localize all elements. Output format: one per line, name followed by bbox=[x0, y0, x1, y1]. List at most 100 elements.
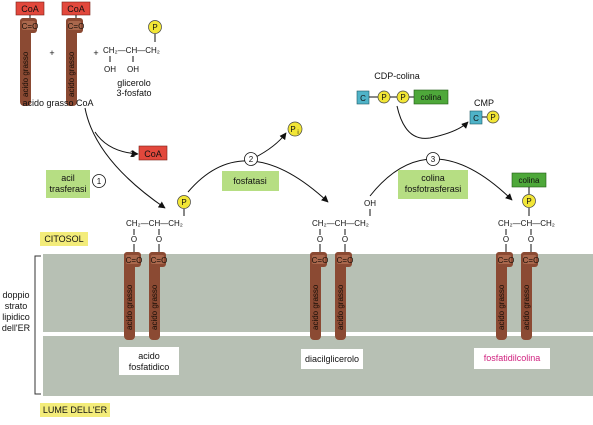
svg-text:CITOSOL: CITOSOL bbox=[44, 234, 83, 244]
svg-text:P: P bbox=[152, 23, 157, 32]
fatty-acid-chain: C=O acido grasso bbox=[521, 252, 539, 340]
svg-text:lipidico: lipidico bbox=[2, 312, 30, 322]
phosphate-circle bbox=[522, 194, 536, 208]
bilayer-bracket bbox=[34, 255, 41, 395]
coa-box-1: CoA bbox=[15, 1, 45, 16]
svg-text:acido: acido bbox=[138, 351, 160, 361]
phosphate-circle bbox=[148, 20, 162, 34]
inorganic-phosphate: P i bbox=[287, 121, 303, 137]
svg-text:CH₂—CH—CH₂: CH₂—CH—CH₂ bbox=[498, 219, 555, 228]
svg-text:O: O bbox=[342, 235, 348, 244]
svg-text:P: P bbox=[381, 93, 386, 102]
svg-text:acido grasso: acido grasso bbox=[497, 284, 506, 330]
svg-text:C=O: C=O bbox=[337, 256, 354, 265]
phosphatidic-acid: P CH₂—CH—CH₂ O O C=O acido grasso C=O ac… bbox=[124, 195, 191, 340]
svg-text:P: P bbox=[526, 197, 531, 206]
svg-text:fosfatidilcolina: fosfatidilcolina bbox=[484, 353, 541, 363]
enzyme-choline-phosphotransferase: colina fosfotrasferasi bbox=[398, 170, 468, 199]
fatty-acid-chain: C=O acido grasso bbox=[149, 252, 167, 340]
fatty-acid-coa-caption: acido grasso CoA bbox=[22, 98, 93, 108]
step-3-badge: 3 bbox=[426, 152, 440, 166]
cdp-choline: CDP-colina C P P colina bbox=[356, 71, 449, 105]
svg-text:OH: OH bbox=[104, 65, 116, 74]
plus-sign: + bbox=[93, 48, 98, 58]
svg-text:CH₂—CH—CH₂: CH₂—CH—CH₂ bbox=[126, 219, 183, 228]
step-1-badge: 1 bbox=[92, 174, 106, 188]
phosphate-circle bbox=[177, 195, 191, 209]
plus-sign: + bbox=[49, 48, 54, 58]
cmp-product: CMP C P bbox=[469, 98, 500, 125]
svg-text:acido grasso: acido grasso bbox=[125, 284, 134, 330]
label-phosphatidylcholine: fosfatidilcolina bbox=[474, 348, 550, 369]
label-diacylglycerol: diacilglicerolo bbox=[301, 349, 363, 369]
svg-text:fosfatasi: fosfatasi bbox=[233, 176, 267, 186]
svg-text:C=O: C=O bbox=[68, 22, 85, 31]
svg-text:CDP-colina: CDP-colina bbox=[374, 71, 420, 81]
svg-text:fosfotrasferasi: fosfotrasferasi bbox=[405, 184, 462, 194]
diacylglycerol: OH CH₂—CH—CH₂ O O C=O acido grasso C=O a… bbox=[310, 199, 376, 340]
svg-text:doppio: doppio bbox=[2, 290, 29, 300]
fatty-acid-chain: C=O acido grasso bbox=[20, 18, 38, 106]
svg-text:OH: OH bbox=[364, 199, 376, 208]
svg-text:OH: OH bbox=[127, 65, 139, 74]
svg-text:C: C bbox=[473, 114, 479, 123]
glycerol-3-phosphate: P CH₂—CH—CH₂ OH OH glicerolo 3-fosfato bbox=[103, 20, 162, 98]
svg-text:C: C bbox=[360, 94, 366, 103]
acyl-transfer-arrow bbox=[84, 107, 166, 209]
bilayer-label: doppio strato lipidico dell'ER bbox=[2, 290, 31, 333]
fatty-acid-chain: C=O acido grasso bbox=[496, 252, 514, 340]
svg-text:CoA: CoA bbox=[144, 149, 162, 159]
label-phosphatidic-acid: acido fosfatidico bbox=[119, 347, 179, 375]
svg-text:acil: acil bbox=[61, 173, 75, 183]
svg-text:acido grasso: acido grasso bbox=[311, 284, 320, 330]
svg-text:O: O bbox=[156, 235, 162, 244]
cdp-choline-to-cmp-arrow bbox=[396, 105, 469, 139]
svg-text:acido grasso: acido grasso bbox=[67, 51, 76, 97]
svg-text:P: P bbox=[181, 198, 186, 207]
svg-text:3-fosfato: 3-fosfato bbox=[116, 88, 151, 98]
svg-text:C=O: C=O bbox=[498, 256, 515, 265]
svg-text:colina: colina bbox=[421, 173, 445, 183]
svg-text:trasferasi: trasferasi bbox=[49, 184, 86, 194]
svg-text:colina: colina bbox=[421, 93, 442, 102]
step-2-badge: 2 bbox=[244, 152, 258, 166]
svg-text:P: P bbox=[400, 93, 405, 102]
svg-text:C=O: C=O bbox=[523, 256, 540, 265]
svg-text:2: 2 bbox=[249, 155, 254, 164]
svg-text:O: O bbox=[503, 235, 509, 244]
svg-text:2: 2 bbox=[130, 149, 135, 159]
svg-text:CH₂—CH—CH₂: CH₂—CH—CH₂ bbox=[312, 219, 369, 228]
svg-text:1: 1 bbox=[97, 177, 102, 186]
svg-text:dell'ER: dell'ER bbox=[2, 323, 31, 333]
svg-text:C=O: C=O bbox=[126, 256, 143, 265]
svg-text:glicerolo: glicerolo bbox=[117, 78, 151, 88]
enzyme-phosphatase: fosfatasi bbox=[222, 171, 279, 191]
svg-text:diacilglicerolo: diacilglicerolo bbox=[305, 354, 359, 364]
svg-text:O: O bbox=[317, 235, 323, 244]
svg-text:LUME DELL'ER: LUME DELL'ER bbox=[43, 405, 108, 415]
svg-text:CMP: CMP bbox=[474, 98, 494, 108]
svg-text:strato: strato bbox=[5, 301, 28, 311]
svg-text:fosfatidico: fosfatidico bbox=[129, 362, 170, 372]
fatty-acid-chain: C=O acido grasso bbox=[335, 252, 353, 340]
fatty-acid-chain: C=O acido grasso bbox=[124, 252, 142, 340]
svg-text:CoA: CoA bbox=[67, 4, 85, 14]
fatty-acid-chain: C=O acido grasso bbox=[66, 18, 84, 106]
svg-text:CoA: CoA bbox=[21, 4, 39, 14]
svg-text:O: O bbox=[528, 235, 534, 244]
svg-text:acido grasso: acido grasso bbox=[150, 284, 159, 330]
choline-box bbox=[413, 89, 449, 105]
svg-text:colina: colina bbox=[519, 176, 540, 185]
svg-text:i: i bbox=[297, 130, 298, 136]
phosphatidylcholine: colina P CH₂—CH—CH₂ O O C=O acido grasso… bbox=[496, 172, 555, 340]
coa-release-arrow bbox=[94, 131, 139, 158]
svg-text:acido grasso: acido grasso bbox=[21, 51, 30, 97]
svg-text:3: 3 bbox=[431, 155, 436, 164]
svg-text:acido grasso: acido grasso bbox=[522, 284, 531, 330]
svg-text:C=O: C=O bbox=[312, 256, 329, 265]
coa-box-2: CoA bbox=[61, 1, 91, 16]
svg-text:CH₂—CH—CH₂: CH₂—CH—CH₂ bbox=[103, 46, 160, 55]
fatty-acid-chain: C=O acido grasso bbox=[310, 252, 328, 340]
